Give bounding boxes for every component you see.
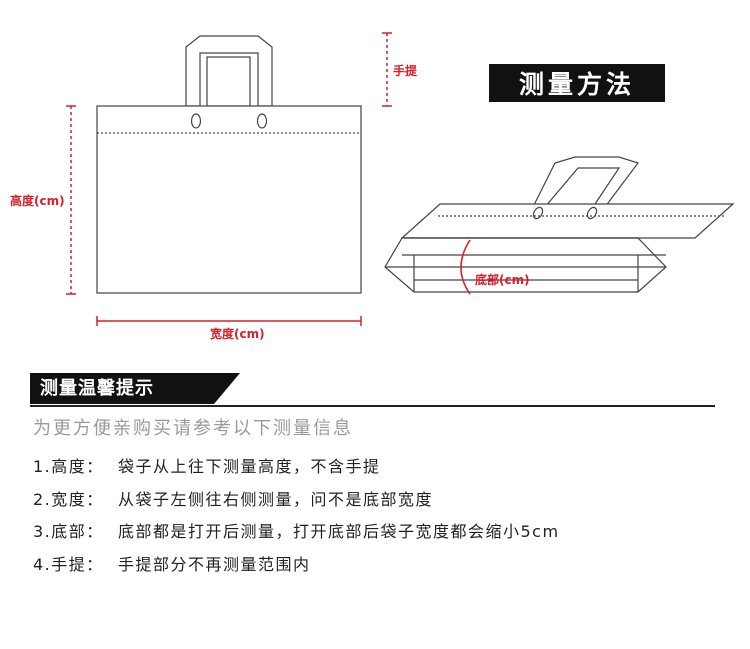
handle-dimension — [382, 32, 392, 107]
tip-text: 底部都是打开后测量，打开底部后袋子宽度都会缩小5cm — [118, 522, 560, 541]
tips-header-rule — [30, 405, 715, 407]
tip-label: 2.宽度： — [33, 490, 104, 509]
tips-header: 测量温馨提示 — [30, 373, 715, 407]
tip-item-height: 1.高度： 袋子从上往下测量高度，不含手提 — [33, 453, 381, 477]
measurement-diagram — [66, 32, 735, 326]
front-bag-illustration — [96, 35, 362, 294]
height-dimension — [66, 105, 76, 295]
tip-item-width: 2.宽度： 从袋子左侧往右侧测量，问不是底部宽度 — [33, 486, 433, 510]
height-label: 高度(cm) — [10, 194, 65, 208]
tip-text: 手提部分不再测量范围内 — [118, 555, 311, 574]
tips-intro: 为更方便亲购买请参考以下测量信息 — [33, 418, 353, 439]
bottom-label: 底部(cm) — [475, 273, 530, 287]
tips-header-bar — [30, 373, 214, 404]
tip-label: 4.手提： — [33, 555, 104, 574]
measurement-method-title: 测量方法 — [489, 64, 665, 102]
tip-text: 袋子从上往下测量高度，不含手提 — [118, 457, 381, 476]
tip-text: 从袋子左侧往右侧测量，问不是底部宽度 — [118, 490, 434, 509]
handle-label: 手提 — [393, 64, 418, 78]
width-label: 宽度(cm) — [210, 327, 265, 341]
tips-header-title: 测量温馨提示 — [40, 378, 154, 399]
width-dimension — [96, 316, 362, 326]
tip-label: 1.高度： — [33, 457, 104, 476]
tips-header-bar-cap — [214, 373, 240, 404]
tip-item-handle: 4.手提： 手提部分不再测量范围内 — [33, 551, 311, 575]
tip-item-bottom: 3.底部： 底部都是打开后测量，打开底部后袋子宽度都会缩小5cm — [33, 518, 560, 542]
bottom-dimension — [460, 239, 471, 295]
open-bag-illustration — [384, 156, 735, 293]
tip-label: 3.底部： — [33, 522, 104, 541]
